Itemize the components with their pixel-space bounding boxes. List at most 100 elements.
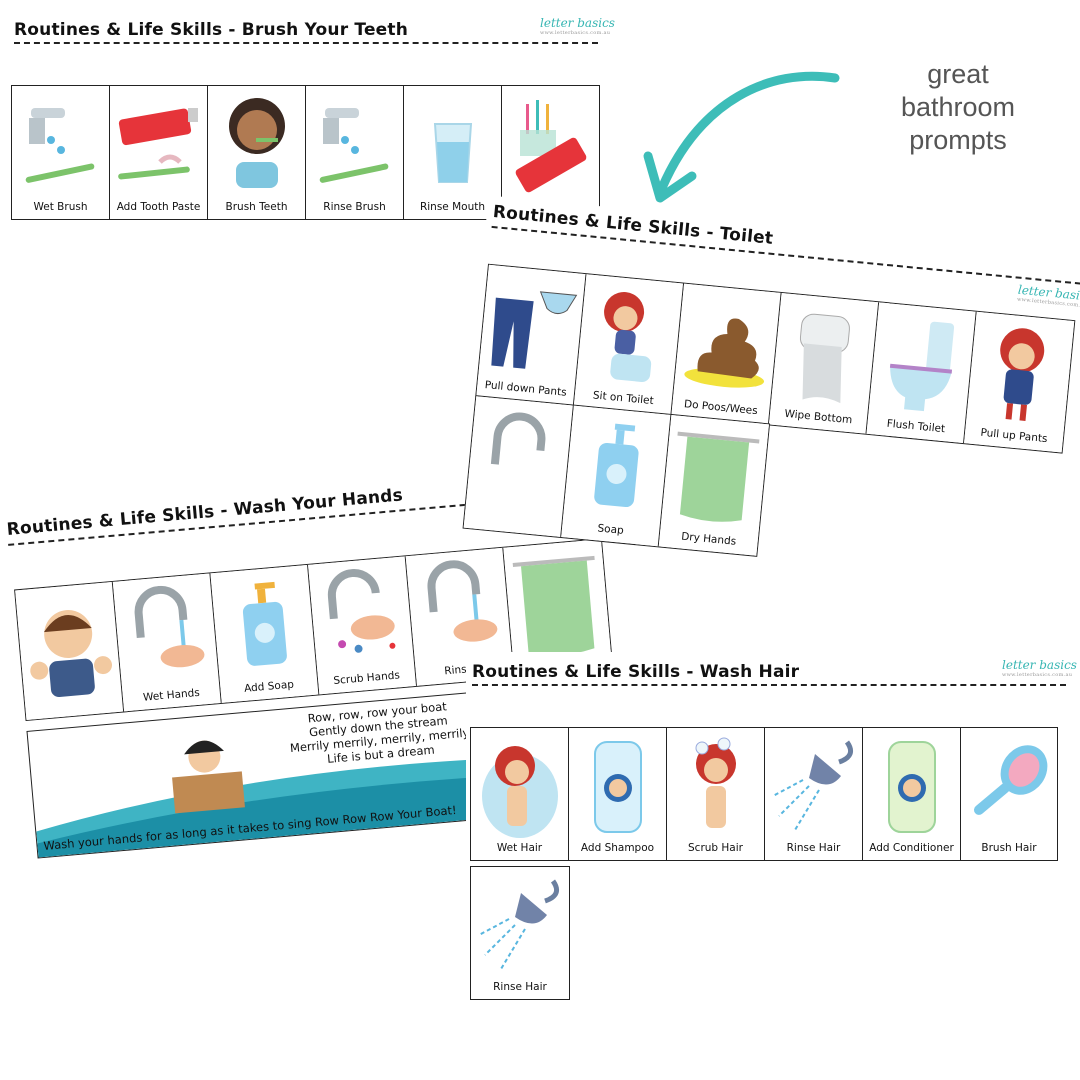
poo-icon (683, 318, 764, 388)
card-towel (503, 539, 613, 678)
toothbrush-cup-icon (515, 100, 586, 193)
girl-bubbles-icon (695, 737, 736, 828)
shower-head-icon (772, 740, 853, 831)
card-rinse-brush: Rinse Brush (306, 86, 404, 219)
sheet-title: Routines & Life Skills - Brush Your Teet… (14, 20, 409, 40)
girl-shower-icon (481, 746, 558, 838)
conditioner-bottle-icon (887, 741, 936, 833)
card-scrub-hair: Scrub Hair (667, 728, 765, 860)
toilet-paper-icon (799, 313, 850, 404)
card-label (26, 706, 123, 714)
pants-icon (490, 291, 577, 369)
card-label: Wet Hair (496, 842, 543, 854)
hairbrush-icon (973, 745, 1048, 815)
card-wet-hands: Wet Hands (112, 573, 222, 712)
card-rinse-hair: Rinse Hair (765, 728, 863, 860)
girl-brushing-icon (228, 98, 285, 188)
card-soap: Soap (561, 405, 672, 547)
card-strip: Wet Brush Add Tooth Paste Brush Teeth (11, 85, 600, 220)
card-toothbrush-cup (502, 86, 599, 219)
divider (472, 684, 1066, 686)
divider (14, 42, 598, 44)
shampoo-bottle-icon (593, 741, 642, 833)
card-label: Rinse Mouth (419, 201, 486, 213)
card-label (464, 522, 561, 531)
girl-toilet-icon (603, 291, 651, 382)
card-add-shampoo: Add Shampoo (569, 728, 667, 860)
glass-icon (433, 123, 472, 183)
card-brush-hair: Brush Hair (961, 728, 1057, 860)
toilet-icon (889, 321, 954, 412)
tap-hands-icon (134, 586, 204, 668)
card-label: Brush Hair (981, 842, 1037, 854)
note-line: great (927, 59, 989, 89)
card-label: Add Shampoo (580, 842, 655, 854)
logo: letter basics www.letterbasics.com.au (1002, 658, 1077, 678)
card-label: Wipe Bottom (783, 407, 853, 427)
card-wet-hair: Wet Hair (471, 728, 569, 860)
card-add-soap: Add Soap (210, 564, 320, 703)
card-wet-brush: Wet Brush (12, 86, 110, 219)
toothpaste-icon (117, 108, 198, 180)
sheet-title: Routines & Life Skills - Wash Your Hands (6, 485, 404, 540)
note-line: prompts (909, 125, 1007, 155)
scrub-hands-icon (327, 569, 395, 653)
card-dry-hands: Dry Hands (658, 414, 769, 556)
soap-bottle-icon (242, 581, 287, 666)
card-label: Add Conditioner (869, 842, 954, 854)
card-strip: Wet Hair Add Shampoo Scrub Hair (470, 727, 1058, 861)
card-boy-dirty-hands (15, 581, 125, 720)
logo-url: www.letterbasics.com.au (1002, 672, 1073, 678)
card-label: Add Soap (243, 678, 295, 695)
card-wipe-bottom: Wipe Bottom (768, 292, 880, 434)
tap-icon (490, 412, 545, 465)
card-add-conditioner: Add Conditioner (863, 728, 961, 860)
card-label: Add Tooth Paste (116, 201, 201, 213)
boy-icon (29, 610, 112, 698)
card-label: Scrub Hands (332, 669, 401, 688)
card-rinse-hair-2: Rinse Hair (471, 867, 569, 999)
card-label: Wet Hands (142, 686, 201, 704)
card-brush-teeth: Brush Teeth (208, 86, 306, 219)
card-label: Rinse Brush (323, 201, 386, 213)
logo-text: letter basics (1002, 658, 1077, 672)
soap-bottle-icon (593, 423, 639, 507)
girl-standing-icon (1000, 328, 1045, 421)
sheet-brush-teeth: Routines & Life Skills - Brush Your Teet… (0, 0, 620, 230)
card-label: Rinse Hair (493, 981, 547, 993)
card-label: Rinse Hair (786, 842, 841, 854)
card-label: Scrub Hair (688, 842, 743, 854)
card-sit-on-toilet: Sit on Toilet (573, 274, 685, 415)
card-strip-row2: Soap Dry Hands (462, 395, 771, 557)
logo-url: www.letterbasics.com.au (540, 30, 611, 36)
card-label: Wet Brush (33, 201, 88, 213)
note-line: bathroom (900, 92, 1016, 122)
card-label: Soap (597, 522, 625, 537)
card-tap (463, 396, 574, 537)
towel-icon (677, 431, 760, 522)
card-strip: Pull down Pants Sit on Toilet Do Poos/We… (475, 263, 1076, 454)
sheet-toilet: Routines & Life Skills - Toilet letter b… (458, 195, 1080, 638)
caption-note: great bathroom prompts (888, 58, 1028, 157)
tap-brush-icon (319, 108, 388, 183)
shower-head-icon (478, 879, 560, 970)
card-pull-up-pants: Pull up Pants (964, 311, 1075, 453)
card-strip: Wet Hands Add Soap Scrub Hands (14, 538, 614, 722)
card-scrub-hands: Scrub Hands (308, 556, 418, 695)
card-add-tooth-paste: Add Tooth Paste (110, 86, 208, 219)
card-rinse-mouth: Rinse Mouth (404, 86, 502, 219)
card-label: Brush Teeth (225, 201, 288, 213)
towel-icon (512, 555, 595, 656)
tap-hands-icon (427, 560, 497, 642)
card-strip-row2: Rinse Hair (470, 866, 570, 1000)
card-label: Flush Toilet (886, 417, 946, 436)
card-flush-toilet: Flush Toilet (866, 302, 977, 444)
tap-brush-icon (25, 108, 94, 183)
curved-arrow-icon (643, 71, 840, 203)
card-pull-down-pants: Pull down Pants (476, 264, 587, 406)
sheet-title: Routines & Life Skills - Wash Hair (472, 662, 800, 682)
card-label: Dry Hands (680, 530, 737, 548)
card-do-poos-wees: Do Poos/Wees (671, 283, 782, 425)
logo: letter basics www.letterbasics.com.au (540, 16, 615, 36)
sheet-wash-hair: Routines & Life Skills - Wash Hair lette… (466, 652, 1080, 1012)
